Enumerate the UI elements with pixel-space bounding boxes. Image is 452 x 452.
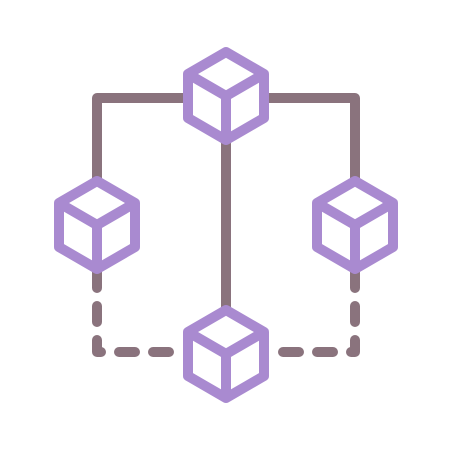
cube-left-icon bbox=[54, 176, 140, 274]
dashed-connectors bbox=[92, 267, 360, 357]
connector-top-right bbox=[260, 93, 360, 187]
cubes bbox=[54, 47, 398, 403]
dashed-connector-right bbox=[262, 267, 360, 357]
solid-connectors bbox=[92, 93, 360, 317]
cube-top-icon bbox=[183, 47, 269, 145]
cube-bottom-icon bbox=[183, 305, 269, 403]
connector-top-left bbox=[92, 93, 192, 187]
cube-right-icon bbox=[312, 176, 398, 274]
dashed-connector-left bbox=[92, 267, 190, 357]
